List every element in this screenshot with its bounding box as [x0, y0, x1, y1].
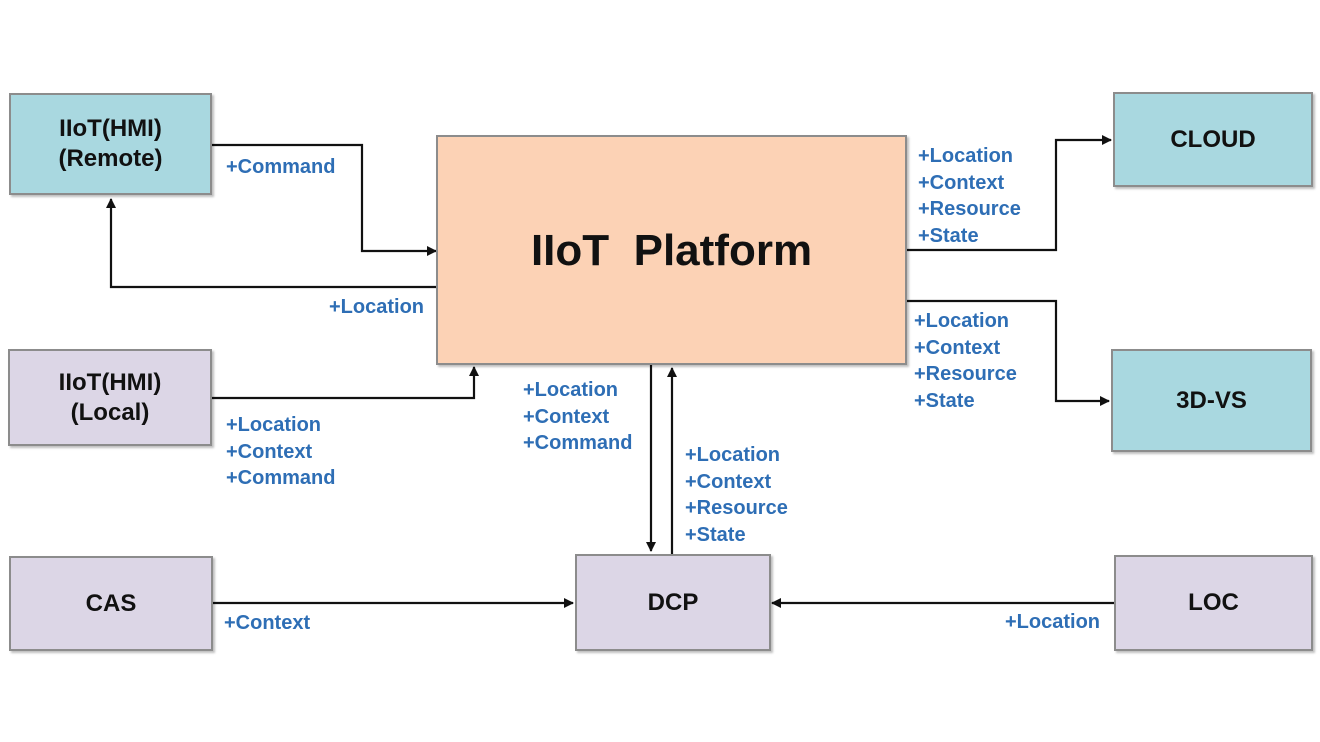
- edge-label-item: +Context: [523, 405, 610, 428]
- edge-label-item: +State: [685, 523, 746, 546]
- edge-label-remote-to-platform: +Command: [226, 154, 335, 181]
- edge-label-item: +Context: [914, 336, 1001, 359]
- edge-label-item: +Location: [914, 310, 1010, 332]
- edge-label-local-to-platform: +Location +Context +Command: [226, 412, 335, 492]
- edge-label-loc-to-dcp: +Location: [1005, 609, 1100, 636]
- edge-label-item: +Command: [226, 467, 336, 489]
- node-3d-vs: 3D-VS: [1111, 349, 1312, 452]
- node-cas-label: CAS: [85, 589, 137, 617]
- node-iiot-platform-label: IIoT Platform: [530, 225, 813, 275]
- node-iiot-hmi-remote-label: IIoT(HMI) (Remote): [58, 115, 163, 172]
- node-dcp-label: DCP: [647, 588, 699, 616]
- node-dcp: DCP: [575, 554, 771, 651]
- edge-label-item: +Command: [523, 432, 633, 454]
- edge-label-item: +Location: [685, 444, 781, 466]
- edge-label-item: +Context: [226, 440, 313, 463]
- node-iiot-hmi-remote: IIoT(HMI) (Remote): [9, 93, 212, 195]
- edge-label-dcp-to-platform: +Location +Context +Resource +State: [685, 442, 788, 548]
- edge-platform-to-cloud: [907, 135, 1112, 252]
- node-cas: CAS: [9, 556, 213, 651]
- edge-platform-to-remote: [106, 198, 436, 289]
- edge-label-item: +Location: [329, 296, 425, 318]
- edge-label-item: +Context: [224, 612, 311, 634]
- edge-label-platform-to-cloud: +Location +Context +Resource +State: [918, 143, 1021, 249]
- edge-label-item: +Resource: [914, 363, 1017, 385]
- node-loc-label: LOC: [1188, 589, 1239, 616]
- node-3d-vs-label: 3D-VS: [1176, 386, 1247, 414]
- edge-label-platform-to-3dvs: +Location +Context +Resource +State: [914, 308, 1017, 414]
- edge-label-item: +Resource: [918, 198, 1021, 220]
- node-cloud-label: CLOUD: [1170, 125, 1256, 153]
- node-iiot-hmi-local-label: IIoT(HMI) (Local): [58, 368, 162, 426]
- edge-label-item: +Location: [1005, 611, 1101, 633]
- edge-label-item: +Location: [523, 379, 619, 401]
- node-loc: LOC: [1114, 555, 1313, 651]
- node-cloud: CLOUD: [1113, 92, 1313, 187]
- edge-label-cas-to-dcp: +Context: [224, 610, 310, 637]
- edge-label-item: +Context: [918, 171, 1005, 194]
- edge-label-item: +Resource: [685, 497, 788, 519]
- edge-label-platform-to-dcp: +Location +Context +Command: [523, 377, 632, 457]
- edge-platform-to-3dvs: [907, 299, 1110, 406]
- edge-label-item: +Context: [685, 470, 772, 493]
- node-iiot-platform: IIoT Platform: [436, 135, 907, 365]
- edge-label-item: +State: [918, 224, 979, 247]
- edge-label-item: +Command: [226, 156, 336, 178]
- edge-local-to-platform: [212, 366, 479, 400]
- node-iiot-hmi-local: IIoT(HMI) (Local): [8, 349, 212, 446]
- edge-label-item: +Location: [918, 145, 1014, 167]
- edge-remote-to-platform: [212, 143, 437, 256]
- edge-label-platform-to-remote: +Location: [329, 294, 424, 321]
- edge-label-item: +Location: [226, 414, 322, 436]
- edge-label-item: +State: [914, 389, 975, 412]
